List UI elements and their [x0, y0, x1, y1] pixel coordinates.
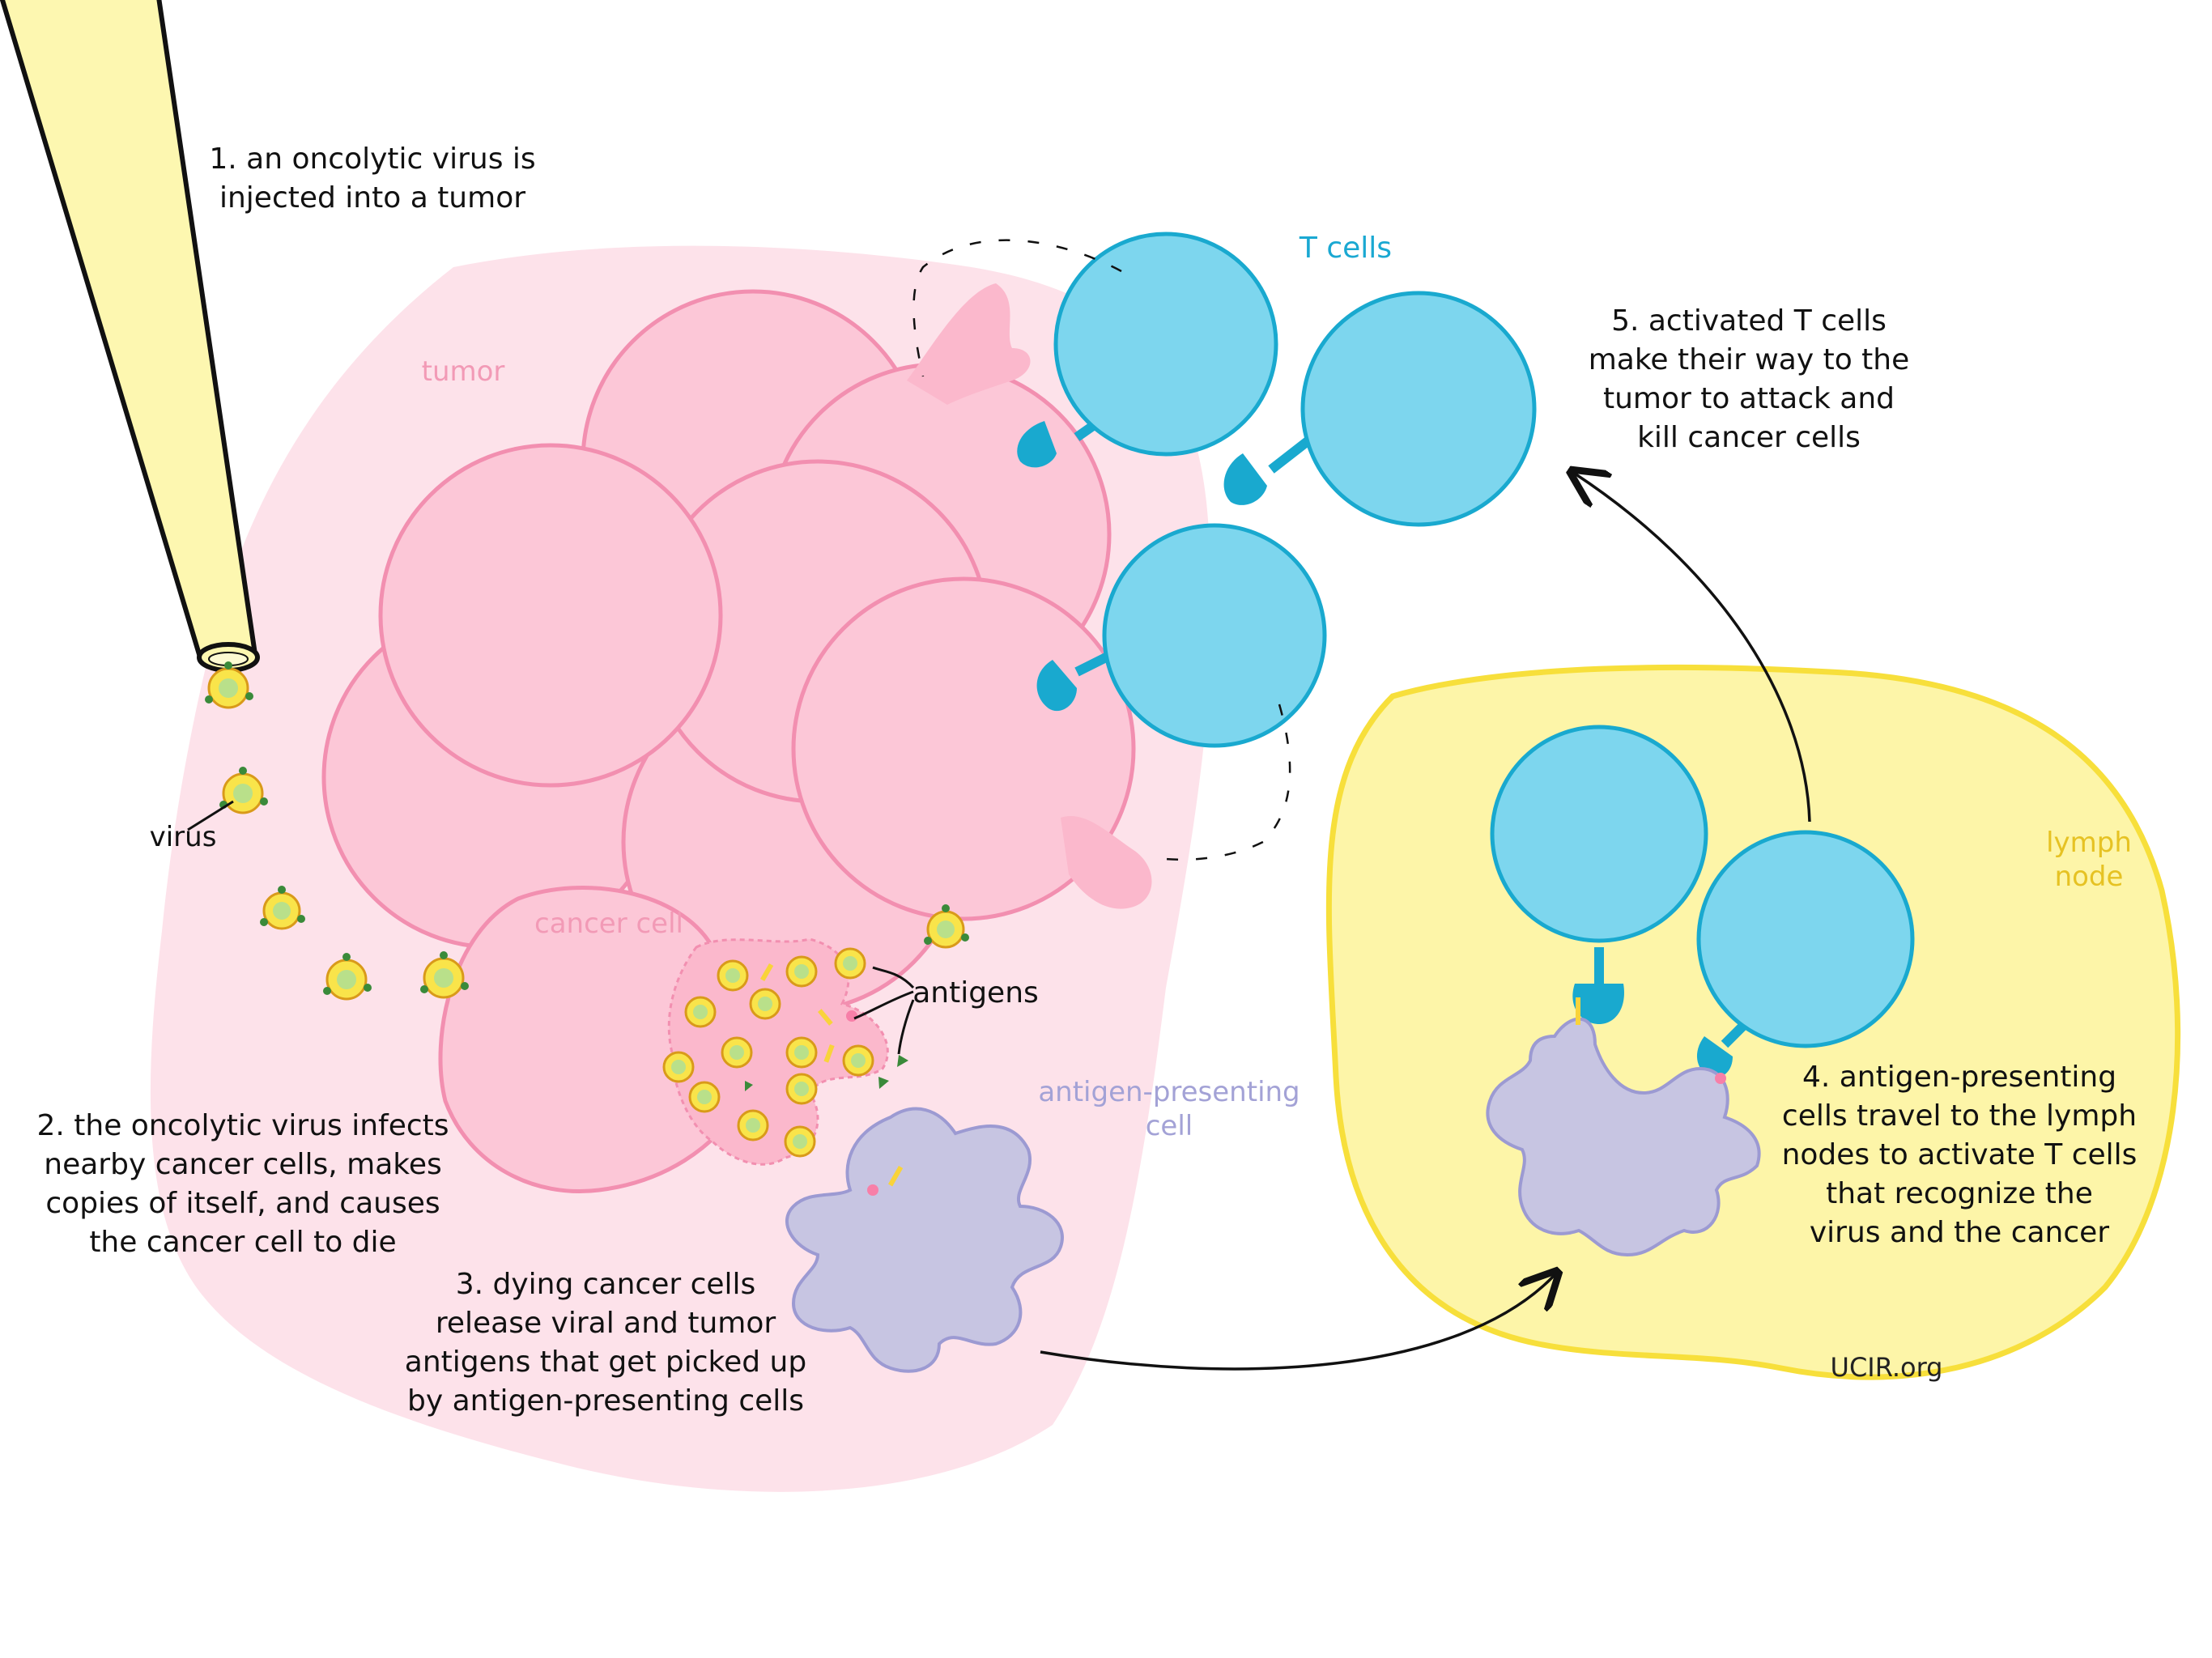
virus-label-line: virus [150, 821, 217, 853]
step-5-label-line: make their way to the [1589, 343, 1910, 376]
virus-icon [420, 951, 469, 999]
step-2-label-line: 2. the oncolytic virus infects [36, 1109, 449, 1142]
t-cells-label: T cells [1299, 232, 1392, 265]
lymph-node-label-line: lymph [2046, 827, 2132, 859]
virus-icon [721, 1036, 753, 1069]
step-4-label-line: cells travel to the lymph [1782, 1099, 2137, 1133]
step-4-label: 4. antigen-presenting cells travel to the… [1782, 1061, 2138, 1249]
apc-label-line: antigen-presenting [1038, 1076, 1300, 1108]
step-3-label-line: antigens that get picked up [405, 1346, 806, 1379]
antigen-presenting-cell-lymph [1486, 1017, 1761, 1257]
virus-icon [323, 953, 372, 1001]
virus-icon [737, 1109, 769, 1141]
virus-icon [749, 988, 781, 1020]
step-4-label-line: that recognize the [1826, 1177, 2093, 1210]
step-5-label: 5. activated T cells make their way to th… [1589, 304, 1910, 454]
cancer-cell-label: cancer cell [534, 908, 683, 940]
step-2-label: 2. the oncolytic virus infects nearby can… [36, 1109, 449, 1259]
virus-icon [842, 1044, 874, 1077]
step-2-label-line: copies of itself, and causes [45, 1187, 440, 1220]
virus-label: virus [150, 821, 217, 853]
virus-icon [785, 955, 818, 988]
t-cell [1490, 725, 1708, 943]
antigens-label-line: antigens [912, 976, 1039, 1010]
virus-icon [834, 947, 866, 980]
step-3-label-line: by antigen-presenting cells [407, 1384, 804, 1418]
t-cells-label-line: T cells [1299, 232, 1392, 265]
step-4-label-line: virus and the cancer [1810, 1216, 2109, 1249]
t-cells-lymph-node [1490, 725, 1915, 1078]
step-5-label-line: tumor to attack and [1603, 382, 1895, 415]
cancer-cell [378, 443, 723, 788]
virus-icon [924, 904, 969, 949]
step-3-label-line: release viral and tumor [436, 1307, 776, 1340]
step-2-label-line: nearby cancer cells, makes [44, 1148, 441, 1181]
step-5-label-line: kill cancer cells [1637, 421, 1861, 454]
credit-label-line: UCIR.org [1831, 1352, 1943, 1383]
t-cells-tumor [1017, 232, 1537, 748]
t-cell-travel-path [912, 239, 1291, 861]
t-cell [1696, 830, 1915, 1048]
t-cell [1053, 232, 1278, 457]
antigens-label: antigens [912, 976, 1039, 1010]
step-2-label-line: the cancer cell to die [89, 1226, 396, 1259]
antigen-fragments [745, 963, 1726, 1196]
apc-to-lymph-arrow [1040, 1275, 1555, 1371]
step-3-label: 3. dying cancer cells release viral and t… [405, 1268, 806, 1418]
virus-icon [717, 959, 749, 992]
virus-icon [219, 767, 268, 814]
step-4-label-line: nodes to activate T cells [1782, 1138, 2138, 1171]
virus-icon [662, 1051, 695, 1083]
lymph-to-tumor-arrow [1575, 474, 1811, 823]
attack-bump [907, 283, 1031, 405]
step-1-label-line: 1. an oncolytic virus is [209, 142, 535, 176]
virus-icon [684, 996, 717, 1028]
cancer-cell-cluster [321, 289, 1136, 1193]
lymph-node-label-line: node [2055, 861, 2124, 893]
pointer-lines [187, 800, 915, 1055]
credit-label: UCIR.org [1831, 1352, 1943, 1383]
tumor-label: tumor [422, 355, 505, 388]
attack-bump [1061, 816, 1152, 909]
virus-icon [205, 661, 253, 709]
antigen-presenting-cell [785, 1107, 1064, 1373]
step-4-label-line: 4. antigen-presenting [1802, 1061, 2116, 1094]
virus-icon [688, 1081, 721, 1113]
step-5-label-line: 5. activated T cells [1611, 304, 1887, 338]
virus-icon [784, 1125, 816, 1158]
virus-icon [260, 886, 305, 930]
apc-label-line: cell [1146, 1110, 1193, 1142]
t-cell [1300, 291, 1537, 527]
step-1-label-line: injected into a tumor [219, 181, 525, 215]
virus-icon [785, 1036, 818, 1069]
injection-needle [0, 0, 258, 663]
virus-icon [785, 1073, 818, 1105]
step-1-label: 1. an oncolytic virus is injected into a … [209, 142, 535, 215]
cancer-cell-label-line: cancer cell [534, 908, 683, 940]
virus-particles [205, 661, 969, 1158]
t-cell [1102, 523, 1327, 748]
step-3-label-line: 3. dying cancer cells [456, 1268, 756, 1301]
tumor-label-line: tumor [422, 355, 505, 388]
